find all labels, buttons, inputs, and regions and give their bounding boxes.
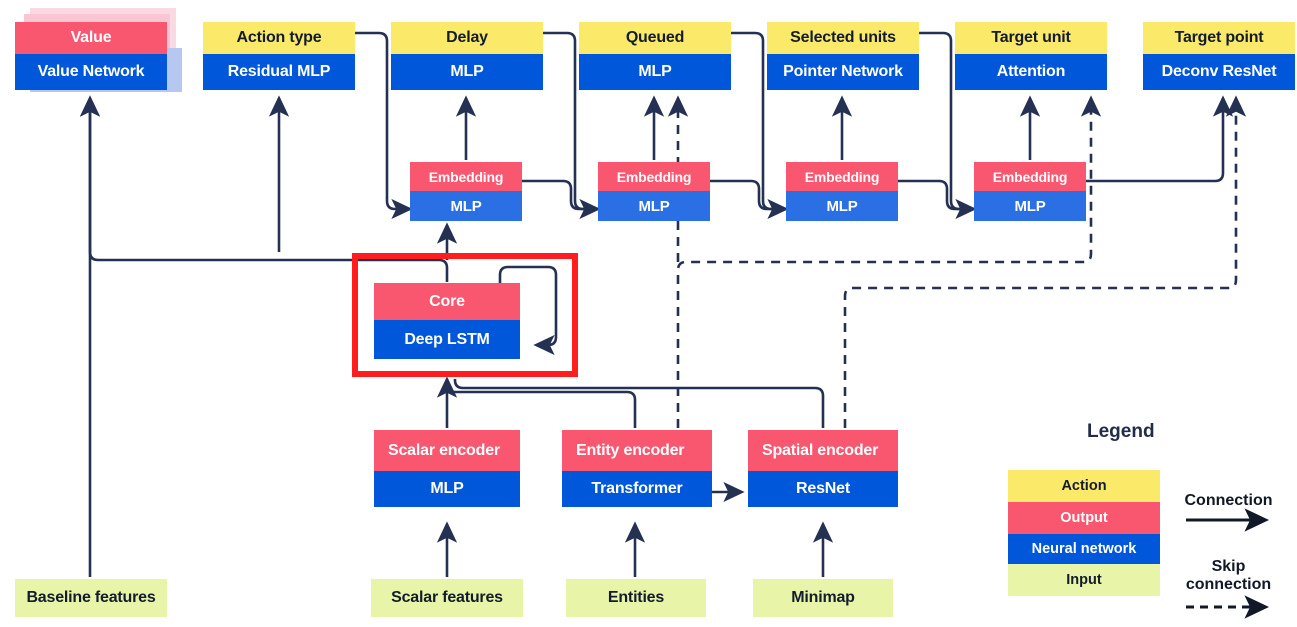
- head-queued-title: Queued: [579, 22, 731, 54]
- head-delay-network: MLP: [391, 54, 543, 90]
- scalar-encoder[interactable]: Scalar encoder MLP: [374, 430, 520, 507]
- spatial-encoder[interactable]: Spatial encoder ResNet: [748, 430, 898, 507]
- head-value-title: Value: [15, 22, 167, 54]
- entity-encoder-title: Entity encoder: [562, 430, 712, 471]
- legend-action: Action: [1008, 470, 1160, 502]
- embedding-queued[interactable]: Embedding MLP: [598, 162, 710, 221]
- legend-output: Output: [1008, 502, 1160, 534]
- head-target-unit[interactable]: Target unit Attention: [955, 22, 1107, 90]
- core-block[interactable]: Core Deep LSTM: [374, 283, 520, 359]
- embedding-delay-network: MLP: [410, 191, 522, 221]
- head-target-point-network: Deconv ResNet: [1143, 54, 1295, 90]
- head-action-type-network: Residual MLP: [203, 54, 355, 90]
- core-highlight-box: [352, 253, 578, 377]
- legend-input: Input: [1008, 564, 1160, 596]
- embedding-target-unit-title: Embedding: [974, 162, 1086, 191]
- head-selected-units[interactable]: Selected units Pointer Network: [767, 22, 919, 90]
- embedding-target-unit-network: MLP: [974, 191, 1086, 221]
- spatial-encoder-network: ResNet: [748, 471, 898, 507]
- embedding-delay-title: Embedding: [410, 162, 522, 191]
- head-value[interactable]: Value Value Network: [15, 22, 167, 90]
- input-baseline-features[interactable]: Baseline features: [15, 579, 167, 617]
- core-network: Deep LSTM: [374, 320, 520, 359]
- legend-connection-label: Connection: [1184, 492, 1273, 509]
- skip-connections: [667, 95, 1247, 428]
- head-selected-units-title: Selected units: [767, 22, 919, 54]
- embedding-target-unit[interactable]: Embedding MLP: [974, 162, 1086, 221]
- head-delay-title: Delay: [391, 22, 543, 54]
- head-target-point-title: Target point: [1143, 22, 1295, 54]
- entity-encoder-network: Transformer: [562, 471, 712, 507]
- legend-skip-connection-label: Skip connection: [1185, 558, 1272, 593]
- embedding-queued-network: MLP: [598, 191, 710, 221]
- input-minimap[interactable]: Minimap: [753, 579, 893, 617]
- embedding-selected-units[interactable]: Embedding MLP: [786, 162, 898, 221]
- input-entities[interactable]: Entities: [566, 579, 706, 617]
- head-target-point[interactable]: Target point Deconv ResNet: [1143, 22, 1295, 90]
- input-scalar-features[interactable]: Scalar features: [371, 579, 523, 617]
- head-target-unit-network: Attention: [955, 54, 1107, 90]
- legend-title: Legend: [1087, 421, 1155, 442]
- embedding-delay[interactable]: Embedding MLP: [410, 162, 522, 221]
- legend-swatch-stack: Action Output Neural network Input: [1008, 470, 1160, 596]
- entity-encoder[interactable]: Entity encoder Transformer: [562, 430, 712, 507]
- head-delay[interactable]: Delay MLP: [391, 22, 543, 90]
- head-action-type-title: Action type: [203, 22, 355, 54]
- embedding-selected-units-network: MLP: [786, 191, 898, 221]
- head-queued[interactable]: Queued MLP: [579, 22, 731, 90]
- core-title: Core: [374, 283, 520, 320]
- head-selected-units-network: Pointer Network: [767, 54, 919, 90]
- head-target-unit-title: Target unit: [955, 22, 1107, 54]
- embedding-queued-title: Embedding: [598, 162, 710, 191]
- spatial-encoder-title: Spatial encoder: [748, 430, 898, 471]
- scalar-encoder-title: Scalar encoder: [374, 430, 520, 471]
- scalar-encoder-network: MLP: [374, 471, 520, 507]
- embedding-selected-units-title: Embedding: [786, 162, 898, 191]
- head-value-network: Value Network: [15, 54, 167, 90]
- head-queued-network: MLP: [579, 54, 731, 90]
- legend-neural-network: Neural network: [1008, 534, 1160, 564]
- head-action-type[interactable]: Action type Residual MLP: [203, 22, 355, 90]
